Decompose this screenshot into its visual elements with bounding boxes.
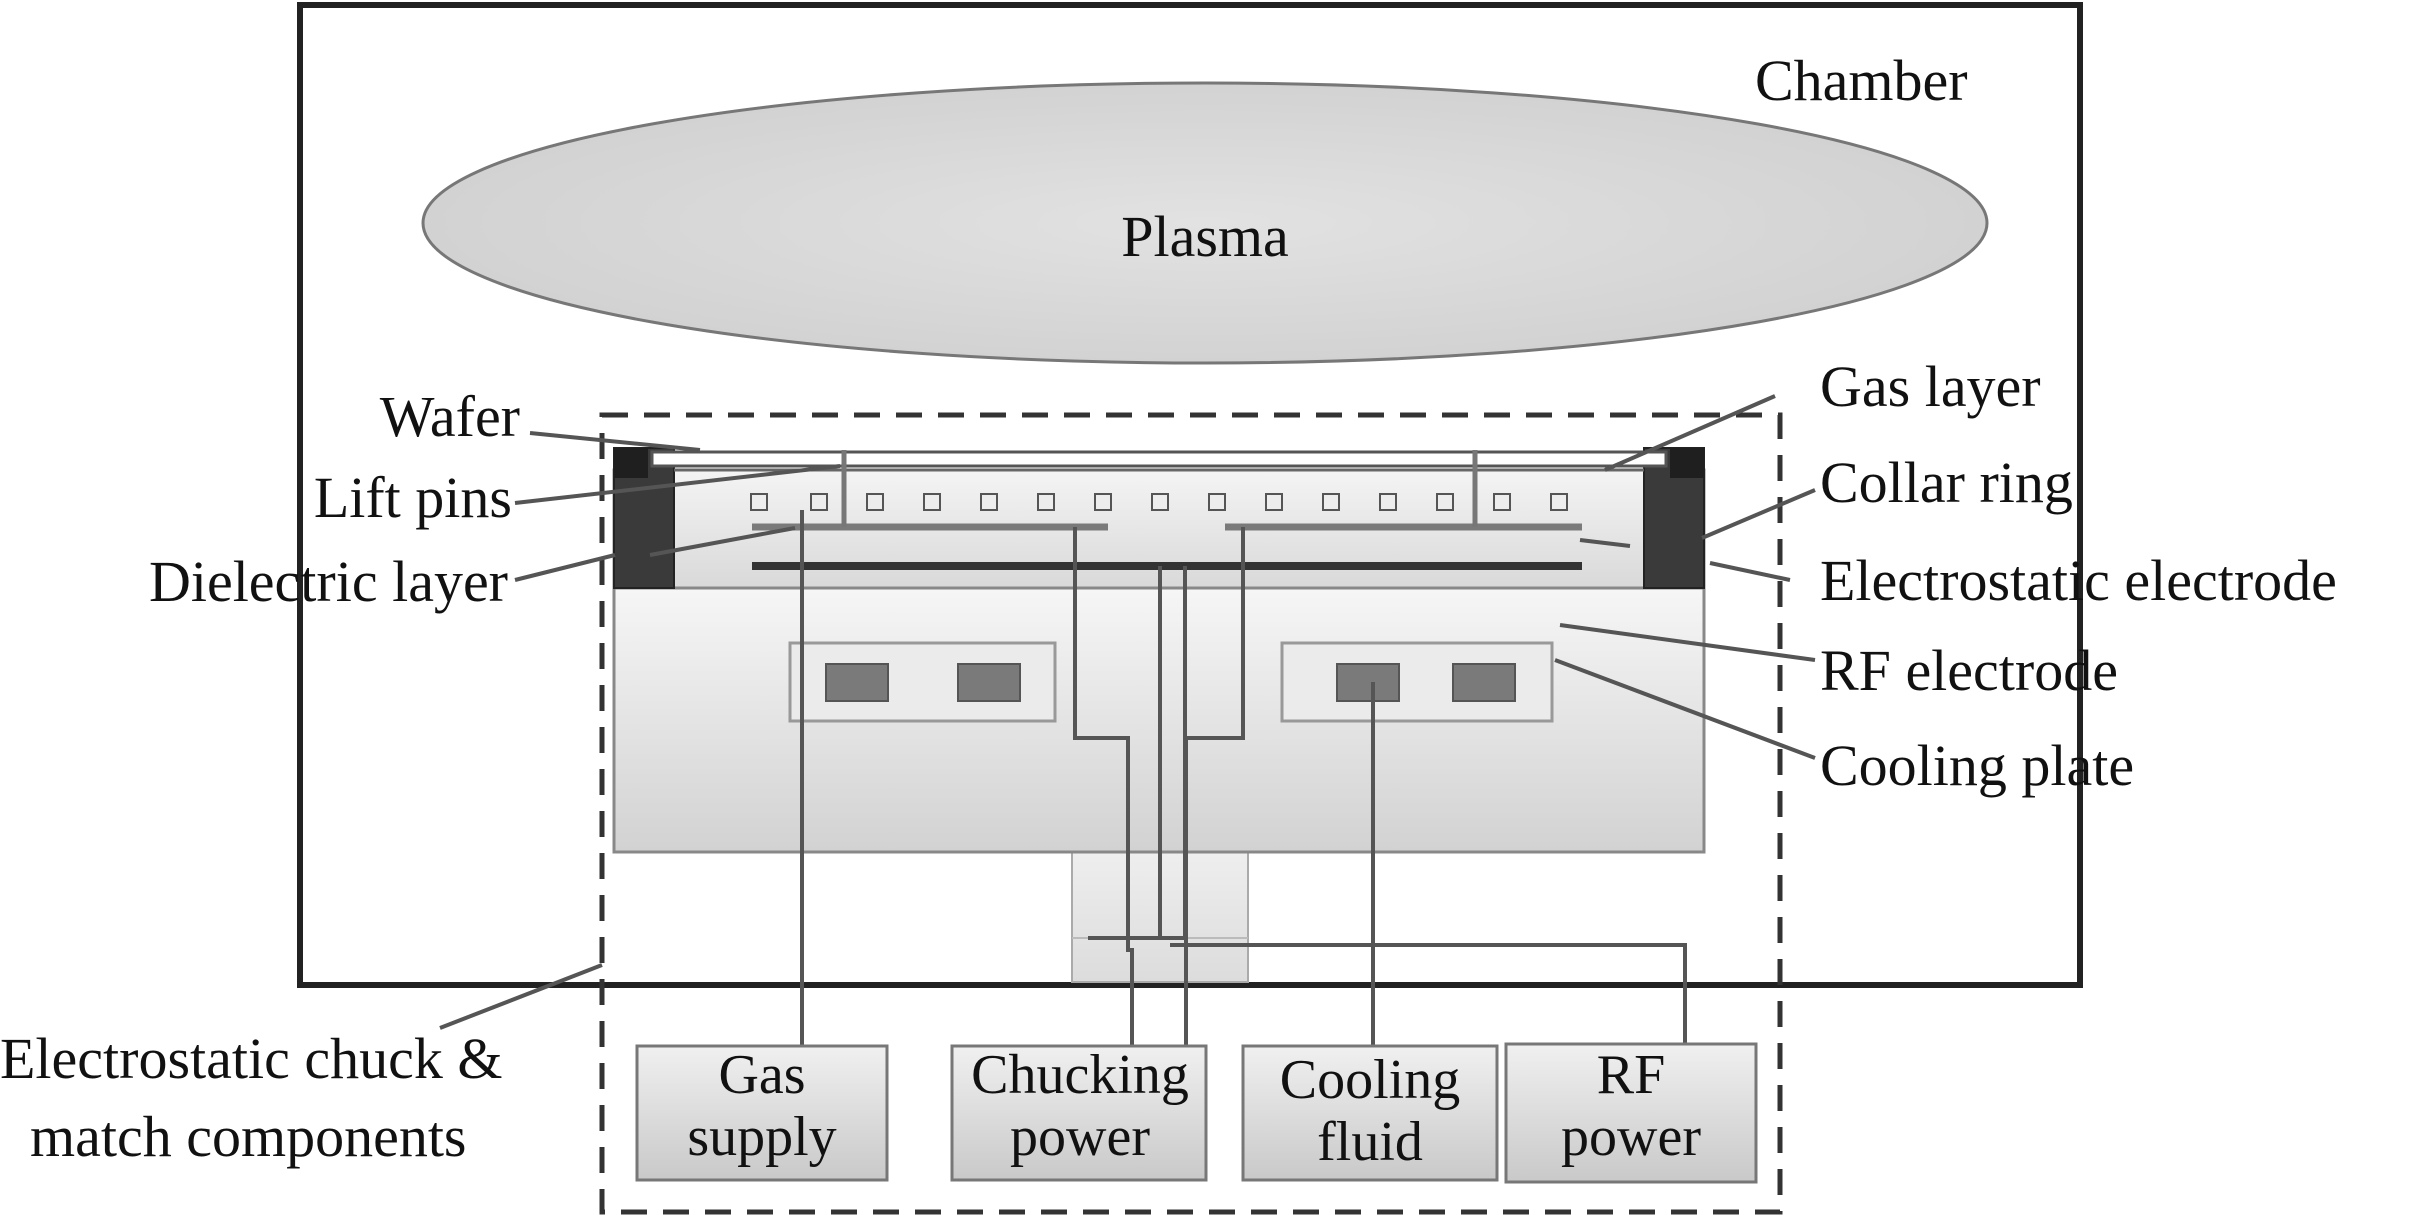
cooling-fluid-label-2: fluid (1317, 1111, 1423, 1173)
cooling-fluid-label-1: Cooling (1280, 1049, 1460, 1111)
chamber-outline (297, 2, 2083, 988)
esc-match-label-1: Electrostatic chuck & (0, 1026, 502, 1091)
gas-supply-label-2: supply (687, 1106, 836, 1168)
leader-lines (439, 394, 1816, 1030)
gas-layer-label: Gas layer (1820, 354, 2041, 419)
electrostatic-electrode-label: Electrostatic electrode (1820, 548, 2337, 613)
gas-holes (750, 493, 1568, 511)
chamber-label: Chamber (1755, 48, 1968, 113)
collar-ring-label: Collar ring (1820, 450, 2073, 515)
collar-ring-left-cap (614, 448, 648, 478)
esc-match-boundary (599, 412, 1783, 1215)
feed-lines (800, 510, 1687, 1048)
collar-ring-right-cap (1670, 448, 1704, 478)
lift-pins-label: Lift pins (314, 465, 512, 530)
wafer-label: Wafer (380, 384, 520, 449)
cooling-fluid-box (1241, 1044, 1499, 1182)
cooling-channel-group-right (1280, 641, 1554, 723)
esc-match-label-2: match components (30, 1104, 467, 1169)
cooling-channel-right-2 (1452, 663, 1516, 702)
rf-power-label-2: power (1561, 1106, 1701, 1168)
rf-electrode-label: RF electrode (1820, 638, 2118, 703)
plasma-ellipse (421, 81, 1989, 365)
cooling-channel-left-2 (957, 663, 1021, 702)
chucking-power-label-2: power (1010, 1106, 1150, 1168)
rf-power-label-1: RF (1597, 1044, 1666, 1106)
cooling-plate-label: Cooling plate (1820, 733, 2134, 798)
chucking-power-label-1: Chucking (971, 1044, 1189, 1106)
gas-supply-label-1: Gas (718, 1044, 805, 1106)
wafer (650, 450, 1668, 468)
chucking-power-box (950, 1044, 1208, 1182)
plasma-label: Plasma (1121, 204, 1289, 269)
gas-supply-box (635, 1044, 889, 1182)
cooling-channel-right-1 (1336, 663, 1400, 702)
rf-power-box (1504, 1042, 1758, 1184)
cooling-channel-left-1 (825, 663, 889, 702)
dielectric-layer-label: Dielectric layer (149, 549, 508, 614)
